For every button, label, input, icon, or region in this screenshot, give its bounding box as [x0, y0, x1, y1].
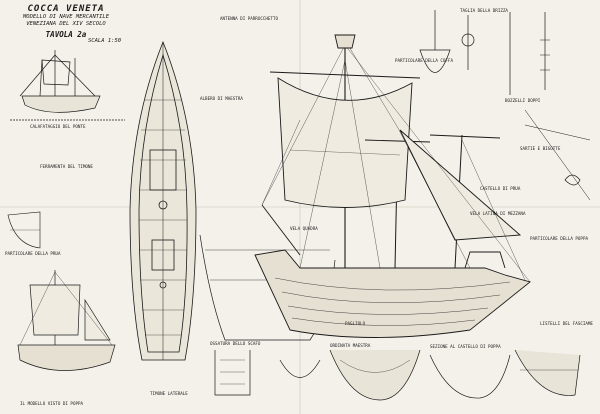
note-label: ALBERO DI MAESTRA — [200, 96, 243, 101]
note-label: TIMONE LATERALE — [150, 391, 188, 396]
note-label: BOZZELLI DOPPI — [505, 98, 541, 103]
note-label: PARTICOLARE DELLA PRUA — [5, 251, 61, 256]
scale-label: SCALA 1:50 — [88, 38, 122, 44]
note-label: SARTIE E BIGOTTE — [520, 146, 561, 151]
ship-stern-view-bottom-left — [17, 270, 116, 371]
note-label: VELA LATINA DI MEZZANA — [470, 211, 526, 216]
note-label: CASTELLO DI PRUA — [480, 186, 521, 191]
note-label: ORDINATA MAESTRA — [330, 343, 371, 348]
note-label: VELA QUADRA — [290, 226, 318, 231]
annotation-labels: CALAFATAGGIO DEL PONTE FERRAMENTA DEL TI… — [5, 8, 593, 406]
drawing-title: COCCA VENETA — [27, 4, 105, 14]
title-block: COCCA VENETA MODELLO DI NAVE MERCANTILE … — [6, 4, 126, 39]
note-label: LISTELLI DEL FASCIAME — [540, 321, 593, 326]
deck-plan-view — [129, 40, 197, 361]
drawing-subtitle-2: VENEZIANA DEL XIV SECOLO — [26, 21, 106, 27]
note-label: PARTICOLARE DELLA COFFA — [395, 58, 453, 63]
note-label: ANTENNA DI PARROCCHETTO — [220, 16, 278, 21]
rigging-details-top-right — [419, 10, 591, 201]
drawing-subtitle-1: MODELLO DI NAVE MERCANTILE — [22, 14, 110, 20]
note-label: SEZIONE AL CASTELLO DI POPPA — [430, 344, 501, 349]
note-label: IL MODELLO VISTO DI POPPA — [20, 401, 84, 406]
note-label: FERRAMENTA DEL TIMONE — [40, 164, 93, 169]
rudder-and-hull-detail-left — [7, 211, 41, 249]
small-ship-view-top-left — [10, 50, 125, 121]
note-label: CALAFATAGGIO DEL PONTE — [30, 124, 86, 129]
main-ship-elevation — [254, 34, 531, 338]
note-label: OSSATURA DELLO SCAFO — [210, 341, 261, 346]
note-label: PARTICOLARE DELLA POPPA — [530, 236, 588, 241]
note-label: TAGLIA DELLA DRIZZA — [460, 8, 508, 13]
hull-frame-sections-bottom — [214, 349, 581, 401]
sheet-number: TAVOLA 2a — [45, 30, 87, 39]
note-label: PAGLIOLO — [345, 321, 366, 326]
